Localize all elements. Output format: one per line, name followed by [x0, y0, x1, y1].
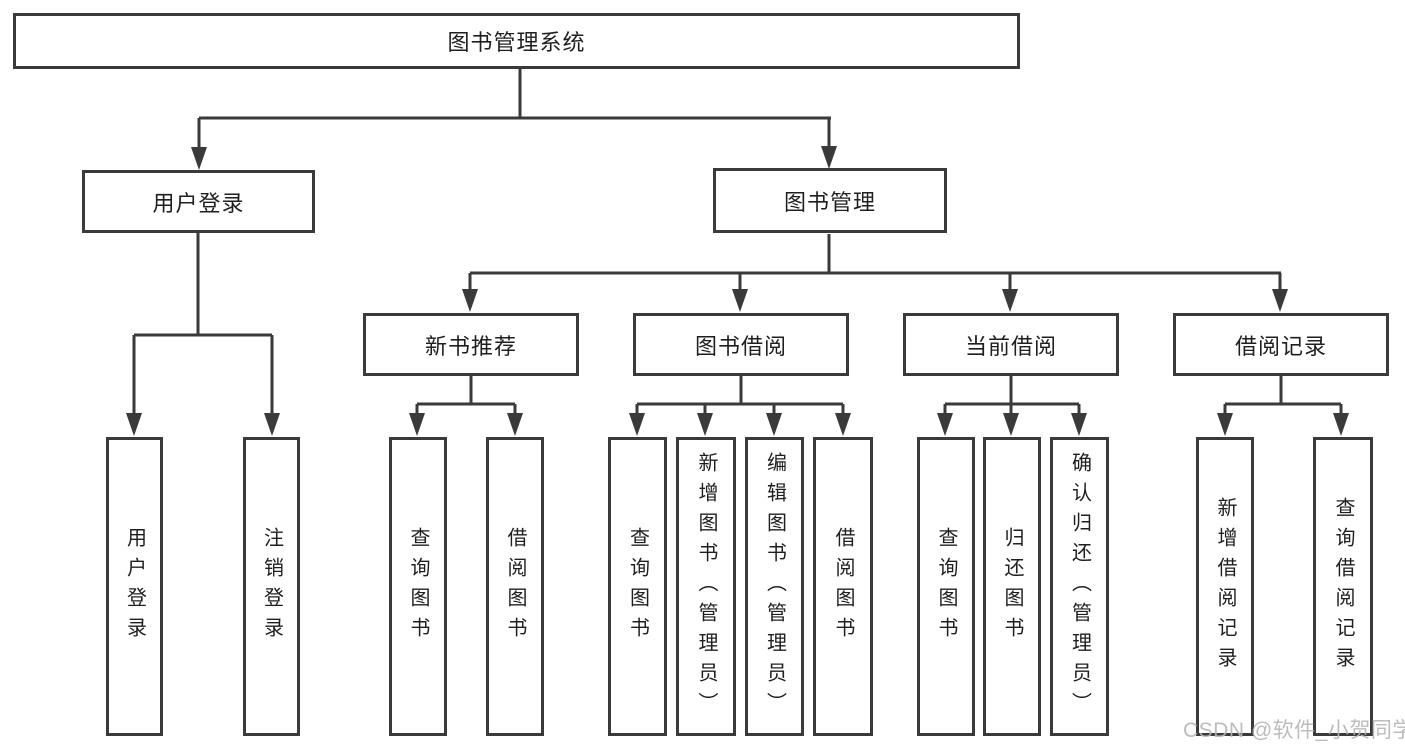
node-new-book-recommend: 新书推荐 [363, 313, 579, 376]
leaf-current-return-books-label: 归还图书 [1001, 526, 1023, 647]
leaf-borrow-borrow-books: 借阅图书 [813, 437, 873, 736]
leaf-recommend-query-books: 查询图书 [389, 437, 447, 736]
node-book-borrow: 图书借阅 [633, 313, 849, 376]
leaf-user-login-label: 用户登录 [123, 526, 146, 647]
node-book-mgmt-label: 图书管理 [783, 189, 876, 215]
leaf-logout-login: 注销登录 [243, 437, 300, 736]
leaf-current-confirm-return-admin: 确认归还（管理员） [1050, 437, 1109, 736]
node-book-borrow-label: 图书借阅 [694, 333, 787, 359]
leaf-borrow-query-books: 查询图书 [608, 437, 667, 736]
node-book-mgmt: 图书管理 [713, 168, 947, 233]
leaf-borrow-add-books-admin: 新增图书（管理员） [676, 437, 736, 736]
leaf-recommend-borrow-books: 借阅图书 [486, 437, 544, 736]
node-root-label: 图书管理系统 [447, 30, 586, 55]
leaf-current-query-books-label: 查询图书 [935, 526, 957, 647]
leaf-records-add-record: 新增借阅记录 [1196, 437, 1254, 736]
watermark: CSDN @软件_小贺同学 [1183, 719, 1405, 742]
leaf-borrow-add-books-admin-label: 新增图书（管理员） [695, 451, 717, 722]
leaf-borrow-edit-books-admin-label: 编辑图书（管理员） [763, 451, 786, 722]
leaf-records-add-record-label: 新增借阅记录 [1214, 496, 1236, 677]
node-user-login: 用户登录 [82, 170, 315, 233]
leaf-records-query-record: 查询借阅记录 [1313, 437, 1373, 736]
leaf-current-query-books: 查询图书 [917, 437, 975, 736]
leaf-borrow-borrow-books-label: 借阅图书 [832, 526, 854, 647]
node-borrow-records-label: 借阅记录 [1234, 333, 1327, 359]
leaf-recommend-borrow-books-label: 借阅图书 [504, 526, 526, 647]
node-borrow-records: 借阅记录 [1173, 313, 1389, 376]
leaf-borrow-edit-books-admin: 编辑图书（管理员） [745, 437, 804, 736]
leaf-current-confirm-return-admin-label: 确认归还（管理员） [1068, 451, 1091, 722]
leaf-recommend-query-books-label: 查询图书 [407, 526, 429, 647]
node-current-borrow: 当前借阅 [903, 313, 1119, 376]
node-current-borrow-label: 当前借阅 [964, 333, 1057, 359]
leaf-records-query-record-label: 查询借阅记录 [1332, 496, 1354, 677]
leaf-borrow-query-books-label: 查询图书 [626, 526, 649, 647]
leaf-logout-login-label: 注销登录 [260, 526, 283, 647]
node-root: 图书管理系统 [13, 13, 1020, 69]
leaf-user-login: 用户登录 [106, 437, 163, 736]
node-user-login-label: 用户登录 [152, 190, 245, 216]
node-new-book-recommend-label: 新书推荐 [424, 333, 517, 359]
leaf-current-return-books: 归还图书 [983, 437, 1041, 736]
